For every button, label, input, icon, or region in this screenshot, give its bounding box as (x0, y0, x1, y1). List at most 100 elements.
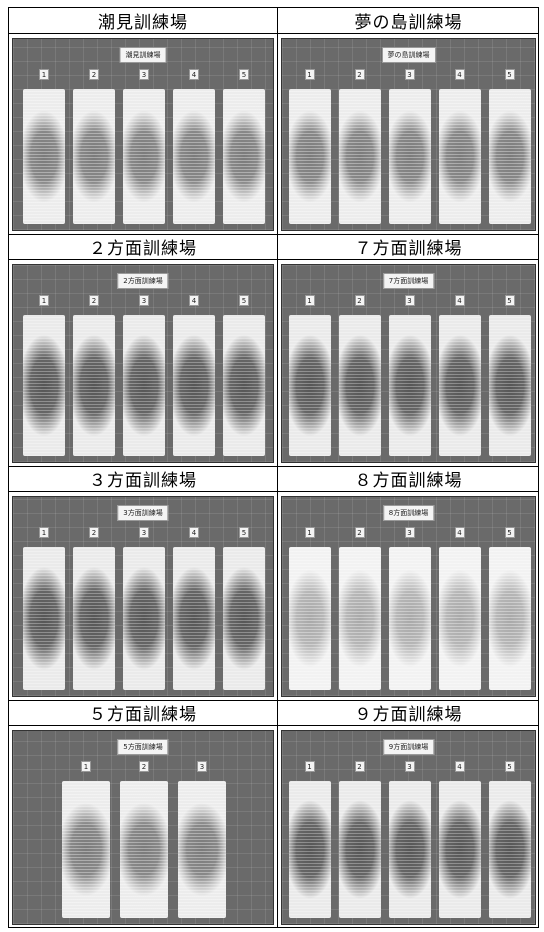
fabric-sample (438, 89, 481, 224)
fabric-sample (62, 781, 110, 918)
sample-number-tag: 5 (504, 295, 515, 306)
sample-number-tag: 2 (139, 761, 149, 772)
fabric-sample (438, 781, 481, 918)
sample-number-tag: 3 (404, 761, 415, 772)
sample-number-tag: 3 (139, 527, 149, 538)
sample-number-tag: 3 (404, 295, 415, 306)
fabric-sample (73, 547, 115, 690)
fabric-sample (123, 315, 165, 456)
column-divider (277, 8, 278, 927)
fabric-sample (488, 781, 531, 918)
sample-number-tag: 4 (454, 69, 465, 80)
sample-number-tag: 4 (189, 527, 199, 538)
photo-title-card: 3方面訓練場 (117, 505, 169, 521)
sample-photo: 潮見訓練場 1 2 3 4 5 (12, 38, 274, 231)
fabric-sample (338, 781, 381, 918)
fabric-sample (73, 315, 115, 456)
fabric-sample (438, 315, 481, 456)
row-divider (9, 700, 538, 701)
fabric-sample (488, 547, 531, 690)
fabric-sample (173, 315, 215, 456)
fabric-sample (288, 89, 331, 224)
photo-title-card: 8方面訓練場 (382, 505, 435, 521)
sample-number-tag: 1 (304, 527, 315, 538)
sample-number-tag: 5 (504, 527, 515, 538)
fabric-sample (488, 315, 531, 456)
sample-number-tag: 1 (39, 295, 49, 306)
sample-number-tag: 2 (354, 761, 365, 772)
photo-title-card: 5方面訓練場 (117, 739, 169, 755)
label-divider (9, 491, 538, 492)
fabric-sample (123, 547, 165, 690)
sample-number-tag: 1 (304, 69, 315, 80)
fabric-sample (178, 781, 226, 918)
sample-number-tag: 2 (354, 295, 365, 306)
label-divider (9, 33, 538, 34)
fabric-sample (338, 315, 381, 456)
fabric-sample (223, 315, 265, 456)
fabric-sample (388, 315, 431, 456)
sample-number-tag: 5 (239, 69, 249, 80)
sample-number-tag: 4 (189, 69, 199, 80)
sample-number-tag: 5 (239, 527, 249, 538)
sample-number-tag: 5 (504, 69, 515, 80)
fabric-sample (288, 547, 331, 690)
sample-number-tag: 3 (404, 527, 415, 538)
sample-number-tag: 1 (39, 527, 49, 538)
site-label: ７方面訓練場 (354, 239, 463, 259)
sample-number-tag: 2 (89, 69, 99, 80)
sample-photo: 2方面訓練場 1 2 3 4 5 (12, 264, 274, 463)
site-label: ９方面訓練場 (354, 705, 463, 725)
sample-number-tag: 4 (189, 295, 199, 306)
photo-title-card: 2方面訓練場 (117, 273, 169, 289)
fabric-sample (173, 89, 215, 224)
fabric-sample (288, 315, 331, 456)
sample-number-tag: 2 (89, 295, 99, 306)
sample-number-tag: 1 (39, 69, 49, 80)
fabric-sample (338, 89, 381, 224)
site-label: 夢の島訓練場 (354, 13, 463, 33)
fabric-sample (23, 89, 65, 224)
fabric-sample (388, 89, 431, 224)
fabric-sample (123, 89, 165, 224)
sample-number-tag: 5 (504, 761, 515, 772)
fabric-sample (120, 781, 168, 918)
fabric-sample (338, 547, 381, 690)
label-divider (9, 725, 538, 726)
fabric-sample (223, 547, 265, 690)
photo-title-card: 潮見訓練場 (119, 47, 167, 63)
fabric-sample (488, 89, 531, 224)
sample-photo: 夢の島訓練場 1 2 3 4 5 (281, 38, 536, 231)
sample-number-tag: 2 (354, 69, 365, 80)
fabric-sample (288, 781, 331, 918)
sample-photo: 3方面訓練場 1 2 3 4 5 (12, 496, 274, 697)
fabric-sample (223, 89, 265, 224)
sample-number-tag: 3 (139, 295, 149, 306)
site-label: ５方面訓練場 (89, 705, 197, 725)
photo-title-card: 夢の島訓練場 (381, 47, 436, 63)
site-label: 潮見訓練場 (98, 13, 188, 33)
sample-number-tag: 2 (89, 527, 99, 538)
sample-number-tag: 1 (81, 761, 91, 772)
label-divider (9, 259, 538, 260)
sample-number-tag: 3 (404, 69, 415, 80)
row-divider (9, 466, 538, 467)
sample-number-tag: 3 (139, 69, 149, 80)
fabric-sample (23, 547, 65, 690)
site-label: ３方面訓練場 (89, 471, 197, 491)
fabric-sample (388, 781, 431, 918)
row-divider (9, 234, 538, 235)
sample-number-tag: 2 (354, 527, 365, 538)
sample-number-tag: 1 (304, 761, 315, 772)
fabric-sample (438, 547, 481, 690)
site-label: ８方面訓練場 (354, 471, 463, 491)
sample-number-tag: 5 (239, 295, 249, 306)
site-label: ２方面訓練場 (89, 239, 197, 259)
photo-title-card: 7方面訓練場 (382, 273, 435, 289)
fabric-sample (23, 315, 65, 456)
sample-number-tag: 4 (454, 527, 465, 538)
